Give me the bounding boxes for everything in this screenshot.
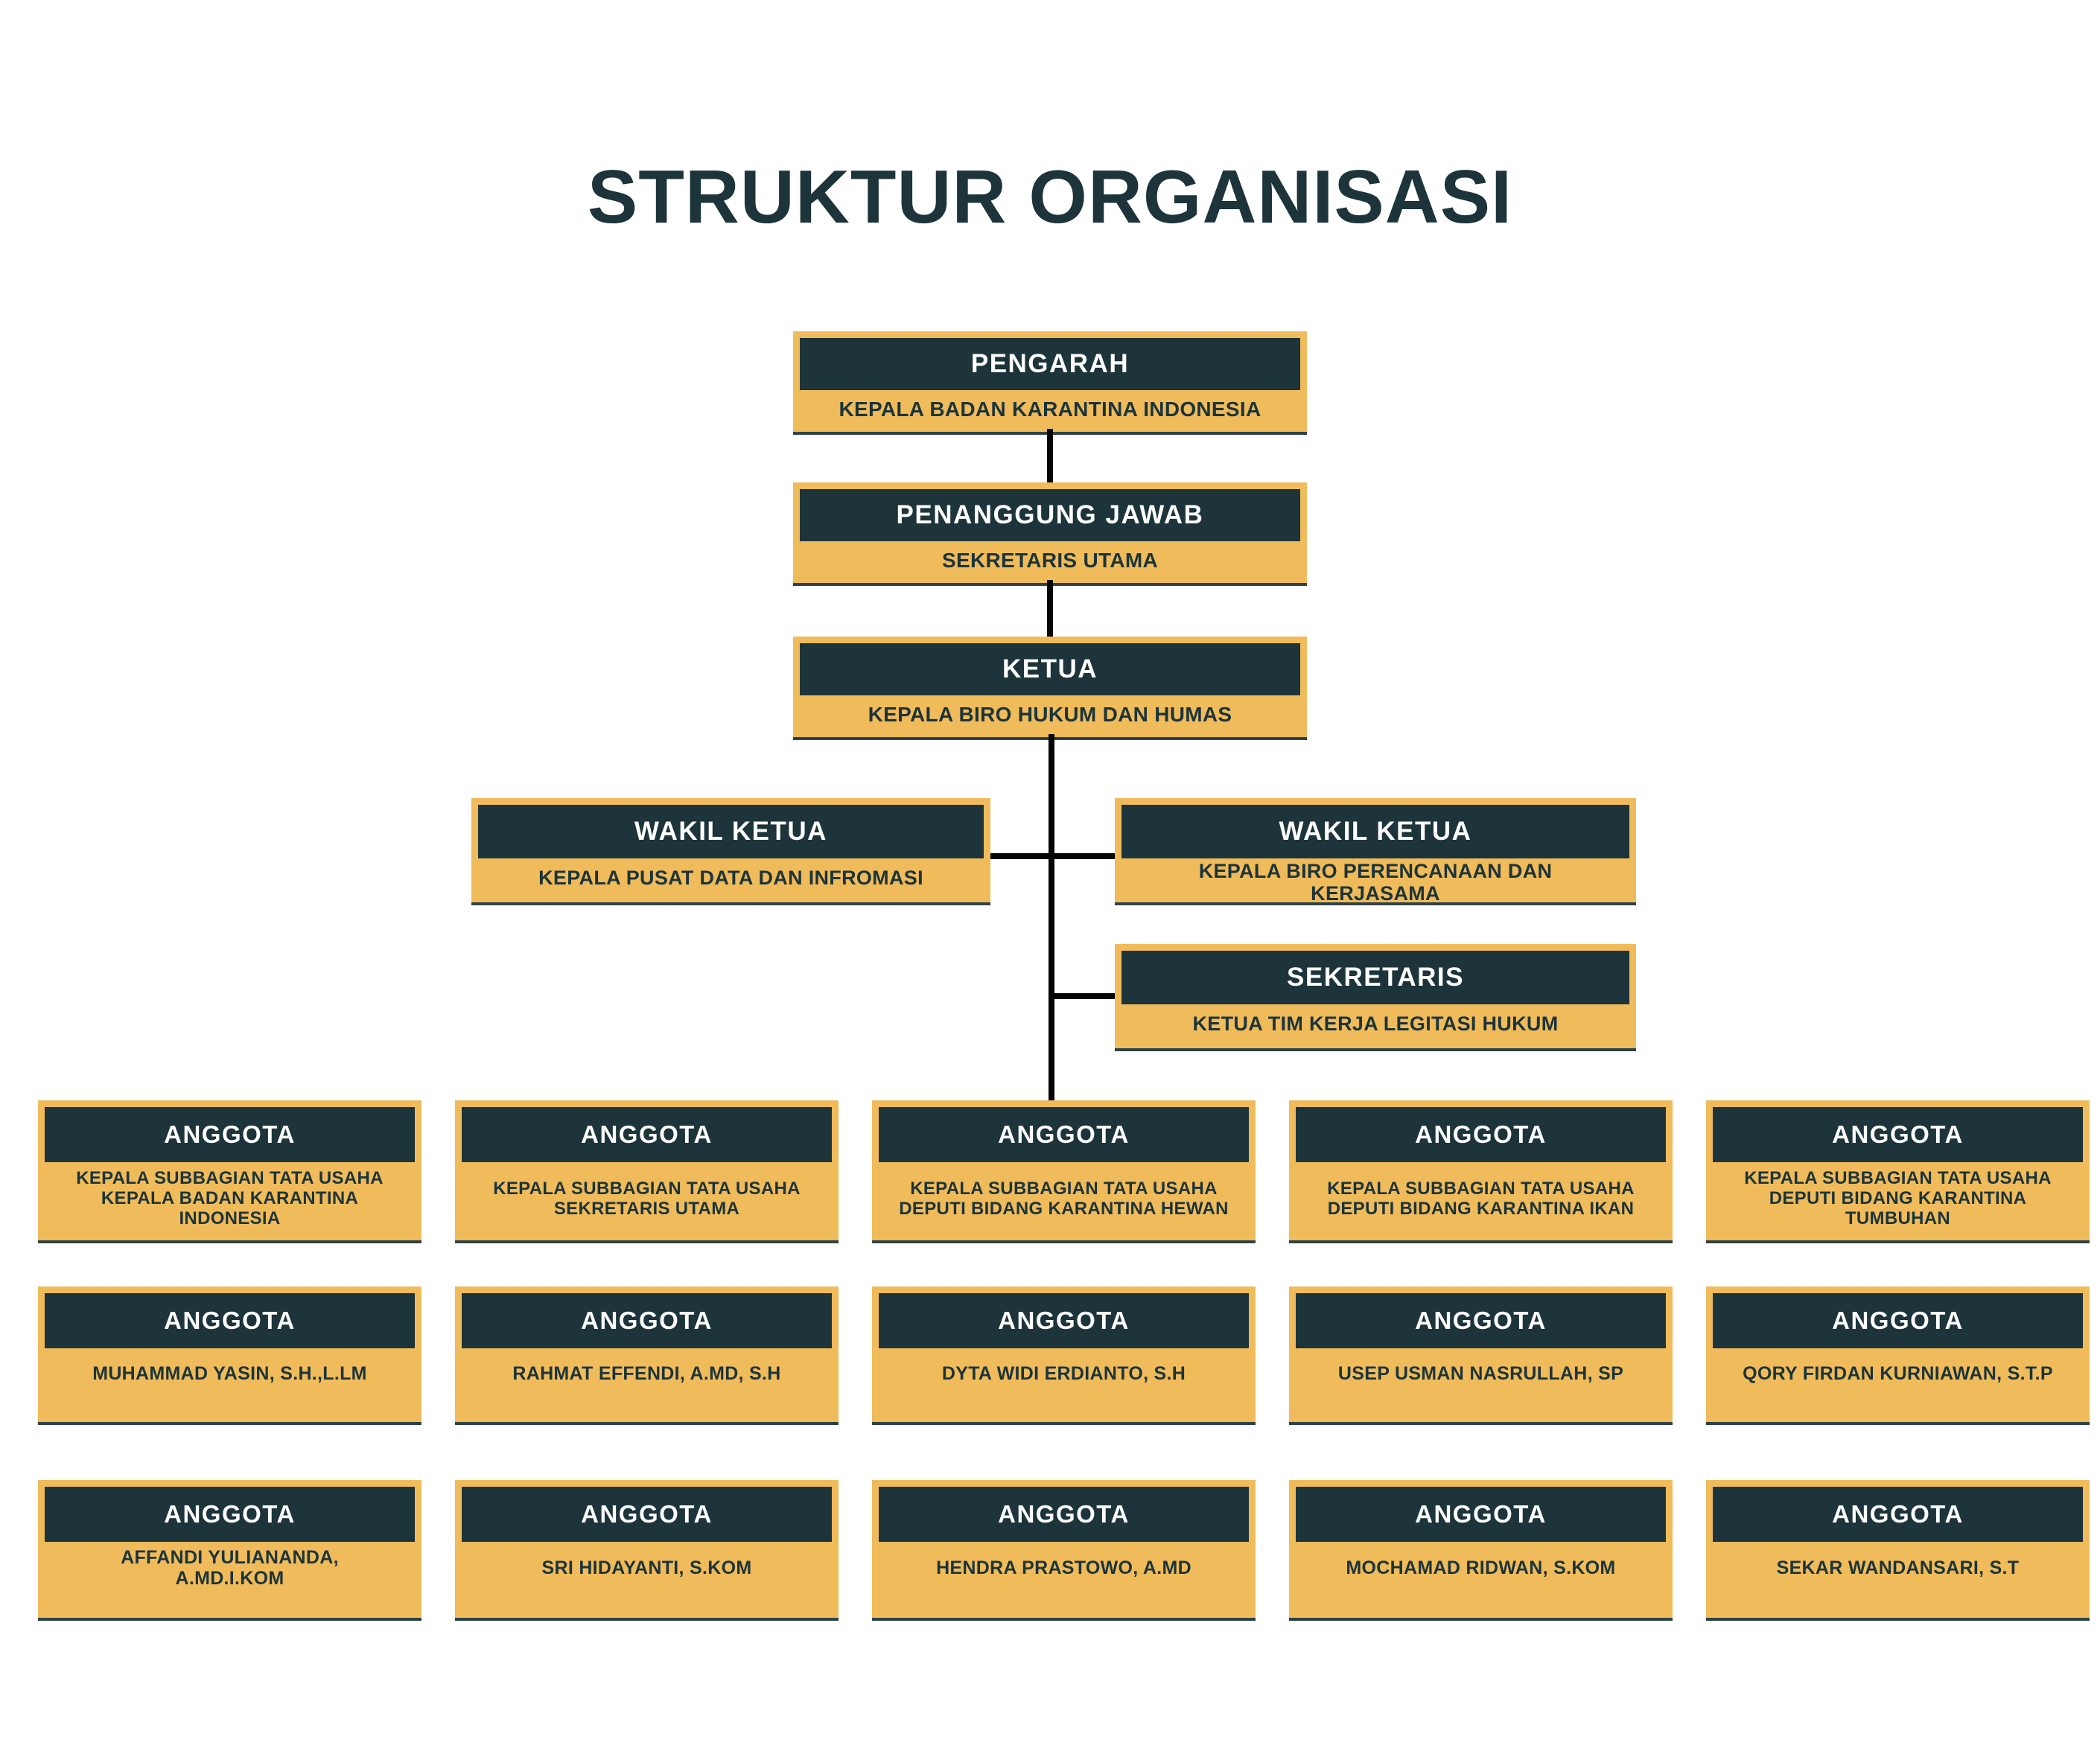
role-label: ANGGOTA [164, 1120, 296, 1148]
node-penanggung-jawab: PENANGGUNG JAWAB SEKRETARIS UTAMA [793, 482, 1307, 583]
role-banner: ANGGOTA [879, 1293, 1249, 1348]
node-anggota-r1-c2: ANGGOTA KEPALA SUBBAGIAN TATA USAHA SEKR… [455, 1100, 839, 1240]
role-label: SEKRETARIS [1287, 963, 1464, 992]
role-label: ANGGOTA [1415, 1500, 1547, 1528]
member-name: MOCHAMAD RIDWAN, S.KOM [1346, 1557, 1616, 1578]
node-anggota-r1-c5: ANGGOTA KEPALA SUBBAGIAN TATA USAHA DEPU… [1706, 1100, 2090, 1240]
connector-sekretaris [1051, 993, 1121, 999]
node-pengarah: PENGARAH KEPALA BADAN KARANTINA INDONESI… [793, 331, 1307, 432]
member-name: RAHMAT EFFENDI, A.MD, S.H [512, 1362, 781, 1384]
role-banner: KETUA [800, 643, 1300, 695]
role-banner: ANGGOTA [1296, 1293, 1666, 1348]
position-label: KEPALA SUBBAGIAN TATA USAHA SEKRETARIS U… [493, 1178, 801, 1219]
node-anggota-r2-c5: ANGGOTA QORY FIRDAN KURNIAWAN, S.T.P [1706, 1286, 2090, 1422]
node-sekretaris: SEKRETARIS KETUA TIM KERJA LEGITASI HUKU… [1115, 944, 1636, 1048]
position-label: KETUA TIM KERJA LEGITASI HUKUM [1192, 1013, 1559, 1036]
position-label: KEPALA SUBBAGIAN TATA USAHA DEPUTI BIDAN… [899, 1178, 1229, 1219]
connector-penanggung-ketua [1047, 580, 1053, 640]
role-banner: ANGGOTA [45, 1487, 415, 1542]
role-label: WAKIL KETUA [634, 817, 827, 846]
node-wakil-ketua-1: WAKIL KETUA KEPALA PUSAT DATA DAN INFROM… [471, 798, 990, 902]
role-label: ANGGOTA [998, 1120, 1130, 1148]
node-anggota-r2-c2: ANGGOTA RAHMAT EFFENDI, A.MD, S.H [455, 1286, 839, 1422]
member-name: MUHAMMAD YASIN, S.H.,L.LM [92, 1362, 367, 1384]
role-label: PENGARAH [970, 349, 1130, 378]
role-banner: ANGGOTA [879, 1107, 1249, 1162]
node-anggota-r1-c3: ANGGOTA KEPALA SUBBAGIAN TATA USAHA DEPU… [872, 1100, 1256, 1240]
node-wakil-ketua-2: WAKIL KETUA KEPALA BIRO PERENCANAAN DAN … [1115, 798, 1636, 905]
role-label: ANGGOTA [581, 1307, 713, 1334]
role-banner: SEKRETARIS [1121, 951, 1629, 1004]
role-label: ANGGOTA [1832, 1500, 1964, 1528]
role-banner: WAKIL KETUA [1121, 805, 1629, 858]
role-banner: ANGGOTA [462, 1293, 832, 1348]
page-title: STRUKTUR ORGANISASI [587, 156, 1513, 239]
role-banner: ANGGOTA [462, 1107, 832, 1162]
node-anggota-r2-c3: ANGGOTA DYTA WIDI ERDIANTO, S.H [872, 1286, 1256, 1422]
role-banner: ANGGOTA [1713, 1487, 2083, 1542]
connector-trunk [1049, 734, 1054, 1103]
role-label: PENANGGUNG JAWAB [896, 500, 1204, 529]
role-label: ANGGOTA [164, 1500, 296, 1528]
member-name: DYTA WIDI ERDIANTO, S.H [941, 1362, 1186, 1384]
position-label: KEPALA PUSAT DATA DAN INFROMASI [538, 867, 923, 890]
role-label: ANGGOTA [1832, 1307, 1964, 1334]
node-anggota-r3-c5: ANGGOTA SEKAR WANDANSARI, S.T [1706, 1480, 2090, 1618]
role-label: ANGGOTA [1832, 1120, 1964, 1148]
node-anggota-r3-c3: ANGGOTA HENDRA PRASTOWO, A.MD [872, 1480, 1256, 1618]
position-label: KEPALA SUBBAGIAN TATA USAHA DEPUTI BIDAN… [1744, 1168, 2052, 1228]
role-label: WAKIL KETUA [1279, 817, 1472, 846]
role-label: ANGGOTA [1415, 1307, 1547, 1334]
node-anggota-r3-c2: ANGGOTA SRI HIDAYANTI, S.KOM [455, 1480, 839, 1618]
member-name: SEKAR WANDANSARI, S.T [1776, 1557, 2020, 1578]
position-label: SEKRETARIS UTAMA [942, 549, 1158, 573]
node-anggota-r2-c4: ANGGOTA USEP USMAN NASRULLAH, SP [1289, 1286, 1673, 1422]
node-ketua: KETUA KEPALA BIRO HUKUM DAN HUMAS [793, 637, 1307, 737]
node-anggota-r3-c1: ANGGOTA AFFANDI YULIANANDA, A.MD.I.KOM [38, 1480, 421, 1618]
position-label: KEPALA SUBBAGIAN TATA USAHA DEPUTI BIDAN… [1327, 1178, 1635, 1219]
role-label: ANGGOTA [998, 1500, 1130, 1528]
role-label: KETUA [1002, 654, 1098, 683]
role-label: ANGGOTA [581, 1500, 713, 1528]
role-banner: PENANGGUNG JAWAB [800, 489, 1300, 541]
connector-pengarah-penanggung [1047, 429, 1053, 485]
role-banner: ANGGOTA [45, 1107, 415, 1162]
connector-wakil-ketua [984, 853, 1121, 859]
role-banner: ANGGOTA [1713, 1293, 2083, 1348]
role-banner: ANGGOTA [462, 1487, 832, 1542]
member-name: USEP USMAN NASRULLAH, SP [1337, 1362, 1624, 1384]
role-banner: PENGARAH [800, 338, 1300, 390]
role-banner: WAKIL KETUA [478, 805, 984, 858]
role-banner: ANGGOTA [1713, 1107, 2083, 1162]
node-anggota-r1-c4: ANGGOTA KEPALA SUBBAGIAN TATA USAHA DEPU… [1289, 1100, 1673, 1240]
member-name: AFFANDI YULIANANDA, A.MD.I.KOM [121, 1547, 339, 1589]
member-name: SRI HIDAYANTI, S.KOM [541, 1557, 752, 1578]
role-label: ANGGOTA [1415, 1120, 1547, 1148]
role-label: ANGGOTA [164, 1307, 296, 1334]
member-name: QORY FIRDAN KURNIAWAN, S.T.P [1743, 1362, 2053, 1384]
role-banner: ANGGOTA [1296, 1107, 1666, 1162]
role-label: ANGGOTA [998, 1307, 1130, 1334]
role-banner: ANGGOTA [1296, 1487, 1666, 1542]
position-label: KEPALA BIRO HUKUM DAN HUMAS [868, 703, 1232, 727]
role-banner: ANGGOTA [879, 1487, 1249, 1542]
node-anggota-r3-c4: ANGGOTA MOCHAMAD RIDWAN, S.KOM [1289, 1480, 1673, 1618]
member-name: HENDRA PRASTOWO, A.MD [936, 1557, 1191, 1578]
position-label: KEPALA SUBBAGIAN TATA USAHA KEPALA BADAN… [76, 1168, 384, 1228]
role-label: ANGGOTA [581, 1120, 713, 1148]
node-anggota-r2-c1: ANGGOTA MUHAMMAD YASIN, S.H.,L.LM [38, 1286, 421, 1422]
position-label: KEPALA BIRO PERENCANAAN DAN KERJASAMA [1198, 860, 1553, 905]
position-label: KEPALA BADAN KARANTINA INDONESIA [839, 398, 1261, 421]
node-anggota-r1-c1: ANGGOTA KEPALA SUBBAGIAN TATA USAHA KEPA… [38, 1100, 421, 1240]
role-banner: ANGGOTA [45, 1293, 415, 1348]
